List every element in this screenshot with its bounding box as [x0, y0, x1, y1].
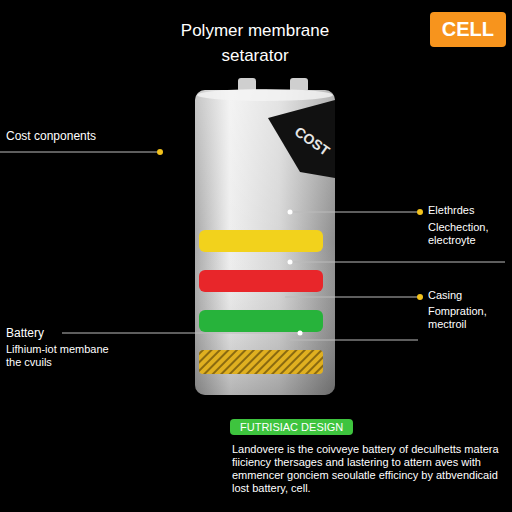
leader-dot: [417, 294, 423, 300]
part-label: Battery: [6, 326, 60, 340]
part-label: Clechection, electroyte: [428, 221, 508, 247]
top-cap: [197, 89, 333, 101]
part-label: Cost conponents: [6, 129, 146, 143]
part-label: Elethrdes: [428, 204, 508, 217]
badge-text: CELL: [442, 18, 494, 41]
green-layer: [199, 310, 323, 332]
leader-line: [62, 333, 300, 334]
leader-line: [290, 340, 418, 341]
leader-dot: [417, 209, 423, 215]
leader-line: [285, 297, 418, 298]
design-badge: FUTRISIAC DESIGN: [230, 419, 353, 435]
part-label: Casing: [428, 289, 508, 302]
cell-badge: CELL: [430, 12, 506, 47]
leader-dot: [298, 331, 303, 336]
leader-line: [0, 152, 158, 153]
description-text: Landovere is the coivveye battery of dec…: [232, 443, 506, 495]
badge-text: FUTRISIAC DESIGN: [240, 421, 343, 433]
leader-line: [290, 262, 505, 263]
yellow-layer: [199, 230, 323, 252]
leader-line: [290, 212, 418, 213]
diagram-title: Polymer membrane setarator: [160, 18, 350, 68]
hatched-layer: [199, 350, 323, 374]
leader-dot: [288, 260, 293, 265]
part-label: Fompration, mectroil: [428, 305, 508, 331]
leader-dot: [288, 210, 293, 215]
part-label: Lifhium-iot membane the cvuils: [6, 343, 124, 369]
red-layer: [199, 270, 323, 292]
leader-dot: [157, 149, 163, 155]
